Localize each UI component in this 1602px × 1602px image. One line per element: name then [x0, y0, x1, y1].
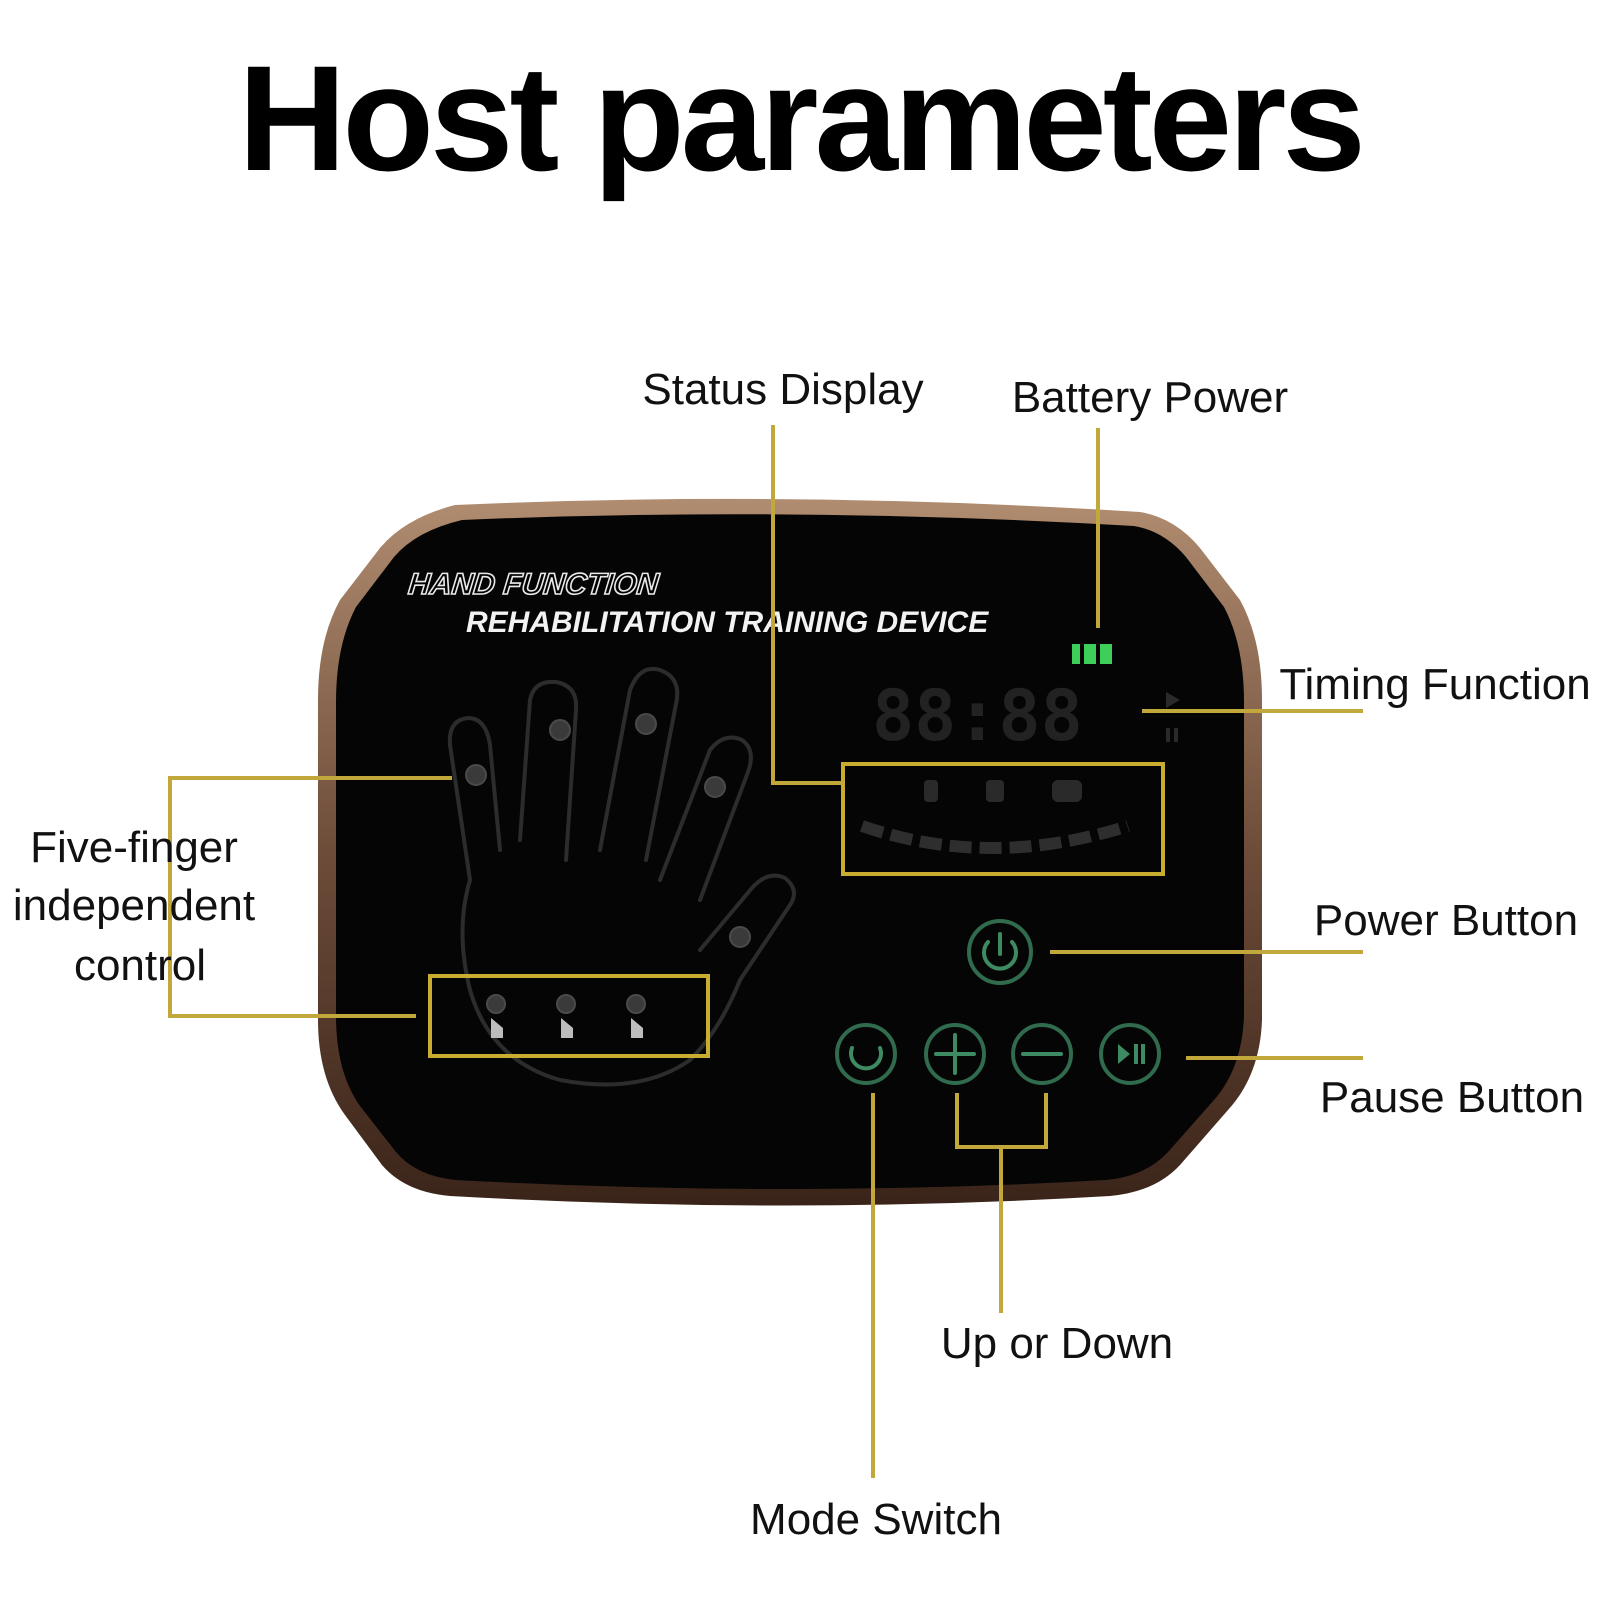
finger-mode-indicators	[486, 994, 646, 1038]
finger-dot-middle	[635, 713, 657, 735]
brand-line-1: HAND FUNCTION	[407, 568, 662, 601]
power-icon	[982, 932, 1018, 971]
status-icon-1	[924, 780, 938, 802]
status-display-label: Status Display	[642, 365, 923, 414]
up-or-down-label: Up or Down	[941, 1319, 1173, 1368]
finger-dot-pinky	[465, 764, 487, 786]
mode-switch-button[interactable]	[835, 1023, 897, 1085]
timer-play-icon	[1166, 692, 1180, 708]
five-finger-label-line-3: control	[74, 941, 206, 990]
battery-cell-1	[1072, 644, 1080, 664]
status-icon-2	[986, 780, 1004, 802]
mode-indicator-3	[626, 994, 646, 1014]
mode-hand-icon-2	[561, 1018, 573, 1038]
mode-hand-icon-3	[631, 1018, 643, 1038]
status-display	[860, 780, 1130, 854]
battery-power-label: Battery Power	[1012, 373, 1288, 422]
finger-dot-ring	[549, 719, 571, 741]
mode-switch-label: Mode Switch	[750, 1495, 1002, 1544]
mode-hand-icon-1	[491, 1018, 503, 1038]
finger-dot-index	[704, 776, 726, 798]
status-icon-3	[1052, 780, 1082, 802]
power-button[interactable]	[967, 919, 1033, 985]
five-finger-label-line-2: independent	[13, 881, 255, 930]
finger-mode-callout-box	[428, 974, 710, 1058]
timer-display: 88:88	[872, 675, 1083, 757]
timer-pause-icon-a	[1166, 728, 1170, 742]
up-button[interactable]	[924, 1023, 986, 1085]
status-display-callout-box	[841, 762, 1165, 876]
timing-function-label: Timing Function	[1279, 660, 1590, 709]
finger-dot-thumb	[729, 926, 751, 948]
timer-pause-icon-b	[1174, 728, 1178, 742]
pause-button[interactable]	[1099, 1023, 1161, 1085]
pause-button-label: Pause Button	[1320, 1073, 1584, 1122]
device-body: HAND FUNCTION REHABILITATION TRAINING DE…	[318, 498, 1262, 1206]
status-display-leader	[771, 425, 843, 785]
brand-line-2: REHABILITATION TRAINING DEVICE	[466, 606, 989, 639]
mode-indicator-1	[486, 994, 506, 1014]
play-pause-icon	[1118, 1044, 1130, 1064]
five-finger-label-line-1: Five-finger	[30, 823, 238, 872]
down-button[interactable]	[1011, 1023, 1073, 1085]
status-level-arc	[860, 820, 1130, 854]
power-button-label: Power Button	[1314, 896, 1578, 945]
battery-cell-3	[1100, 644, 1112, 664]
play-pause-icon-bar-a	[1134, 1044, 1138, 1064]
hand-icon	[447, 667, 796, 1087]
page-title: Host parameters	[238, 34, 1362, 202]
battery-indicator	[1072, 644, 1112, 664]
play-pause-icon-bar-b	[1141, 1044, 1145, 1064]
callout-lines	[168, 425, 1363, 1478]
five-finger-leader	[168, 776, 452, 1018]
plus-icon	[934, 1033, 976, 1075]
battery-cell-2	[1084, 644, 1096, 664]
mode-indicator-2	[556, 994, 576, 1014]
mode-cycle-icon	[849, 1046, 883, 1071]
